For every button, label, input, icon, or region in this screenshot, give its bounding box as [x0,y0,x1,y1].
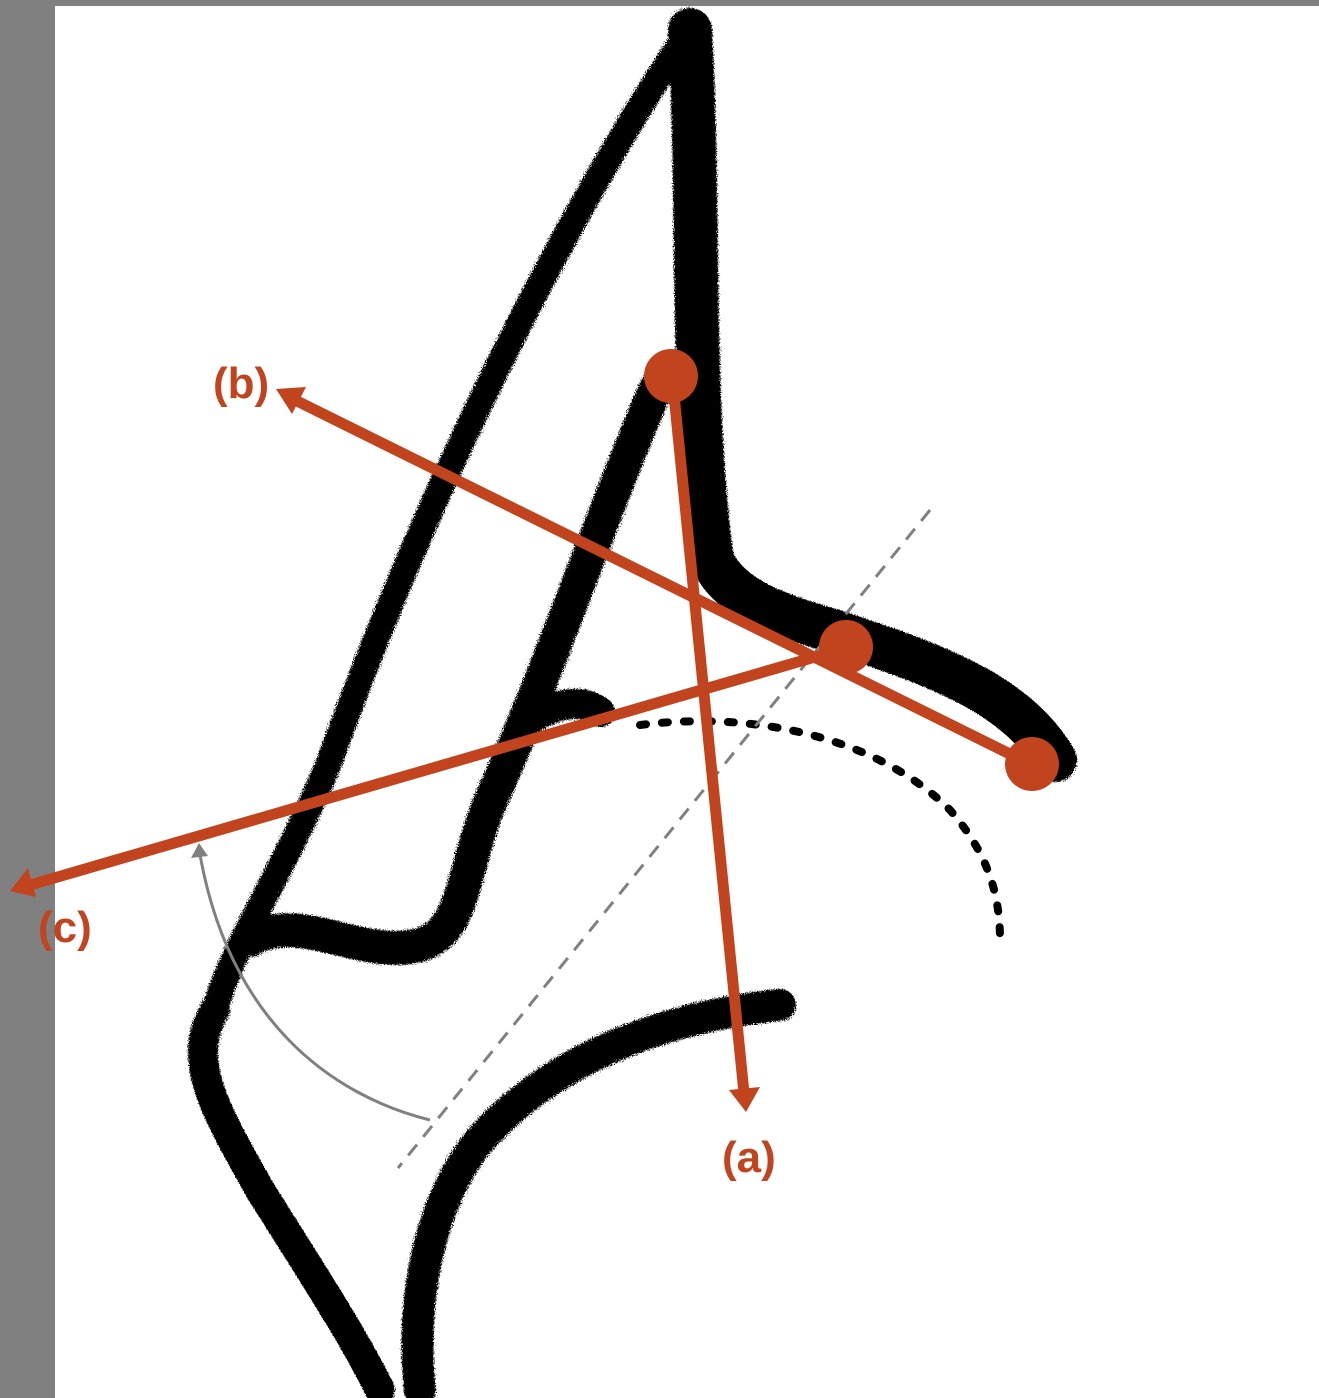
vector-a-arrowhead [729,1087,760,1112]
dotted-arc [640,721,1000,940]
label-c: (c) [38,903,92,952]
vector-a-origin-dot [644,349,698,403]
vector-c-origin-dot [819,620,873,674]
vector-b-origin-dot [1005,737,1059,791]
label-a: (a) [722,1133,776,1182]
sketch-lower-left-stroke [203,1010,380,1390]
angle-arc-arrowhead [191,843,208,858]
sketch-lower-right-stroke [418,1005,781,1390]
label-b: (b) [213,359,269,408]
